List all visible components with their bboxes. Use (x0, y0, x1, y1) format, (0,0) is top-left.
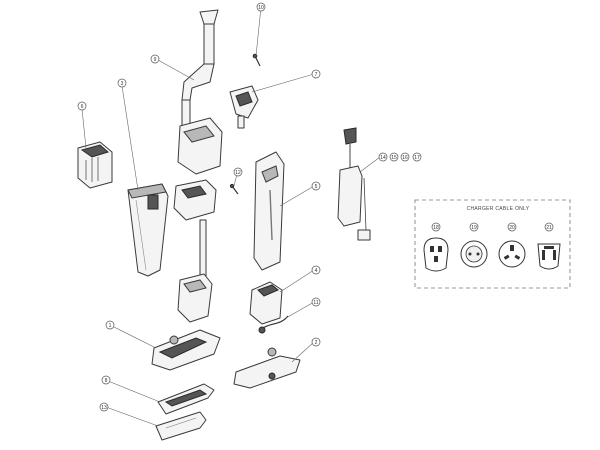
charger-cable-kit: CHARGER CABLE ONLY 18 19 20 21 (414, 199, 571, 289)
upper-body-housing[interactable] (173, 117, 223, 281)
svg-text:3: 3 (121, 81, 124, 87)
callout-14: 14 (378, 152, 388, 162)
callout-11: 11 (311, 297, 321, 307)
callout-9: 9 (150, 54, 160, 64)
part-3-dust-cup[interactable] (127, 183, 169, 277)
svg-text:20: 20 (509, 225, 515, 231)
plug-21-flatpin-icon[interactable] (537, 243, 561, 270)
svg-text:17: 17 (414, 155, 420, 161)
svg-text:21: 21 (546, 225, 552, 231)
callout-2: 2 (311, 337, 321, 347)
callout-6: 6 (77, 101, 87, 111)
callout-8: 8 (101, 375, 111, 385)
svg-text:13: 13 (101, 405, 107, 411)
part-1-floor-head[interactable] (151, 329, 221, 371)
part-14-battery-pack[interactable] (337, 127, 371, 241)
callout-4: 4 (311, 265, 321, 275)
part-10-screw[interactable] (252, 53, 261, 67)
svg-text:8: 8 (105, 378, 108, 384)
callout-17: 17 (412, 152, 422, 162)
svg-text:9: 9 (154, 57, 157, 63)
svg-text:6: 6 (81, 104, 84, 110)
svg-text:15: 15 (391, 155, 397, 161)
callout-20: 20 (507, 222, 517, 232)
plug-18-uk-icon[interactable] (423, 237, 449, 272)
callout-19: 19 (469, 222, 479, 232)
part-5-front-panel[interactable] (253, 151, 285, 271)
svg-text:16: 16 (402, 155, 408, 161)
callout-15: 15 (389, 152, 399, 162)
part-4-cup-base[interactable] (249, 281, 283, 325)
svg-text:19: 19 (471, 225, 477, 231)
callout-18: 18 (431, 222, 441, 232)
svg-text:2: 2 (315, 340, 318, 346)
callout-12: 12 (233, 167, 243, 177)
part-12-screw[interactable] (229, 183, 239, 195)
svg-text:5: 5 (315, 184, 318, 190)
svg-text:18: 18 (433, 225, 439, 231)
svg-text:7: 7 (315, 72, 318, 78)
callout-5: 5 (311, 181, 321, 191)
plug-20-round-icon[interactable] (498, 240, 526, 268)
svg-text:1: 1 (109, 323, 112, 329)
part-7-handle-grip[interactable] (229, 85, 259, 129)
svg-text:4: 4 (315, 268, 318, 274)
part-6-filter[interactable] (77, 141, 113, 189)
callout-3: 3 (117, 78, 127, 88)
callout-7: 7 (311, 69, 321, 79)
part-11-cable-harness[interactable] (258, 315, 289, 334)
part-13-base-plate[interactable] (155, 411, 207, 441)
svg-text:12: 12 (235, 170, 241, 176)
part-9-handle[interactable] (181, 9, 219, 131)
callout-21: 21 (544, 222, 554, 232)
callout-13: 13 (99, 402, 109, 412)
svg-text:11: 11 (313, 300, 318, 306)
lower-neck-joint[interactable] (177, 273, 213, 323)
svg-text:10: 10 (258, 5, 264, 11)
callout-1: 1 (105, 320, 115, 330)
svg-text:14: 14 (380, 155, 386, 161)
plug-19-schuko-icon[interactable] (460, 240, 488, 268)
charger-kit-title: CHARGER CABLE ONLY (467, 206, 530, 212)
callout-10: 10 (256, 2, 266, 12)
part-2-floor-head-plate[interactable] (233, 347, 301, 389)
part-8-brush-frame[interactable] (157, 383, 215, 415)
callout-16: 16 (400, 152, 410, 162)
